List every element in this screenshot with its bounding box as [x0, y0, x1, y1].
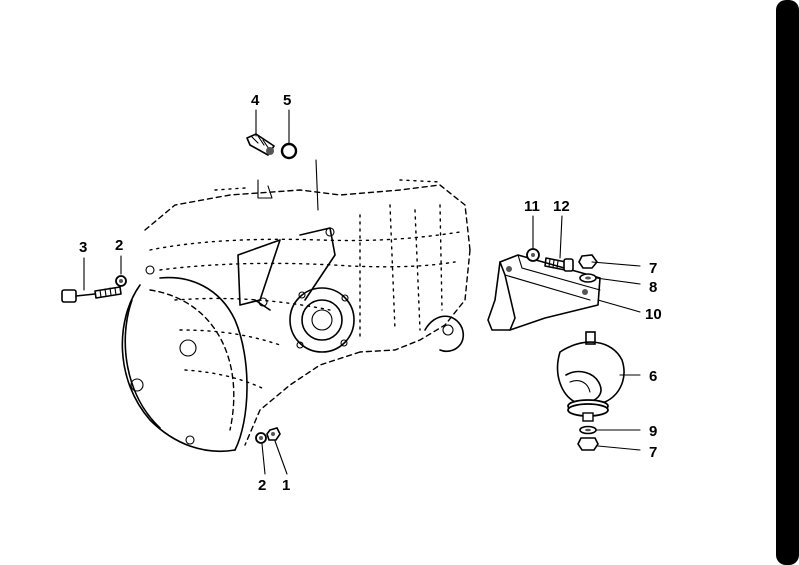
edge-bar	[776, 0, 799, 565]
callout-2-bottom: 2	[258, 477, 266, 494]
transmission-housing-icon	[121, 159, 471, 452]
callout-8: 8	[649, 279, 657, 296]
callout-12: 12	[553, 198, 570, 215]
callout-2-left: 2	[115, 237, 123, 254]
nut-icon	[578, 254, 599, 269]
washer-icon	[579, 425, 597, 435]
callout-4: 4	[251, 92, 260, 109]
nut-icon	[255, 427, 281, 444]
nut-icon	[577, 437, 599, 451]
callout-1: 1	[282, 477, 290, 494]
callout-7-top: 7	[649, 260, 657, 277]
washer-icon	[526, 248, 540, 262]
bolt-icon	[544, 257, 574, 272]
callout-5: 5	[283, 92, 291, 109]
callout-9: 9	[649, 423, 657, 440]
engine-mount-bracket-icon	[487, 254, 601, 331]
callout-3: 3	[79, 239, 87, 256]
washer-icon	[115, 275, 127, 287]
sensor-icon	[246, 133, 298, 160]
callout-10: 10	[645, 306, 662, 323]
callout-7-bottom: 7	[649, 444, 657, 461]
bolt-icon	[61, 286, 122, 303]
callout-11: 11	[524, 198, 540, 215]
washer-icon	[579, 273, 597, 283]
callout-6: 6	[649, 368, 657, 385]
rubber-mount-icon	[556, 331, 625, 422]
